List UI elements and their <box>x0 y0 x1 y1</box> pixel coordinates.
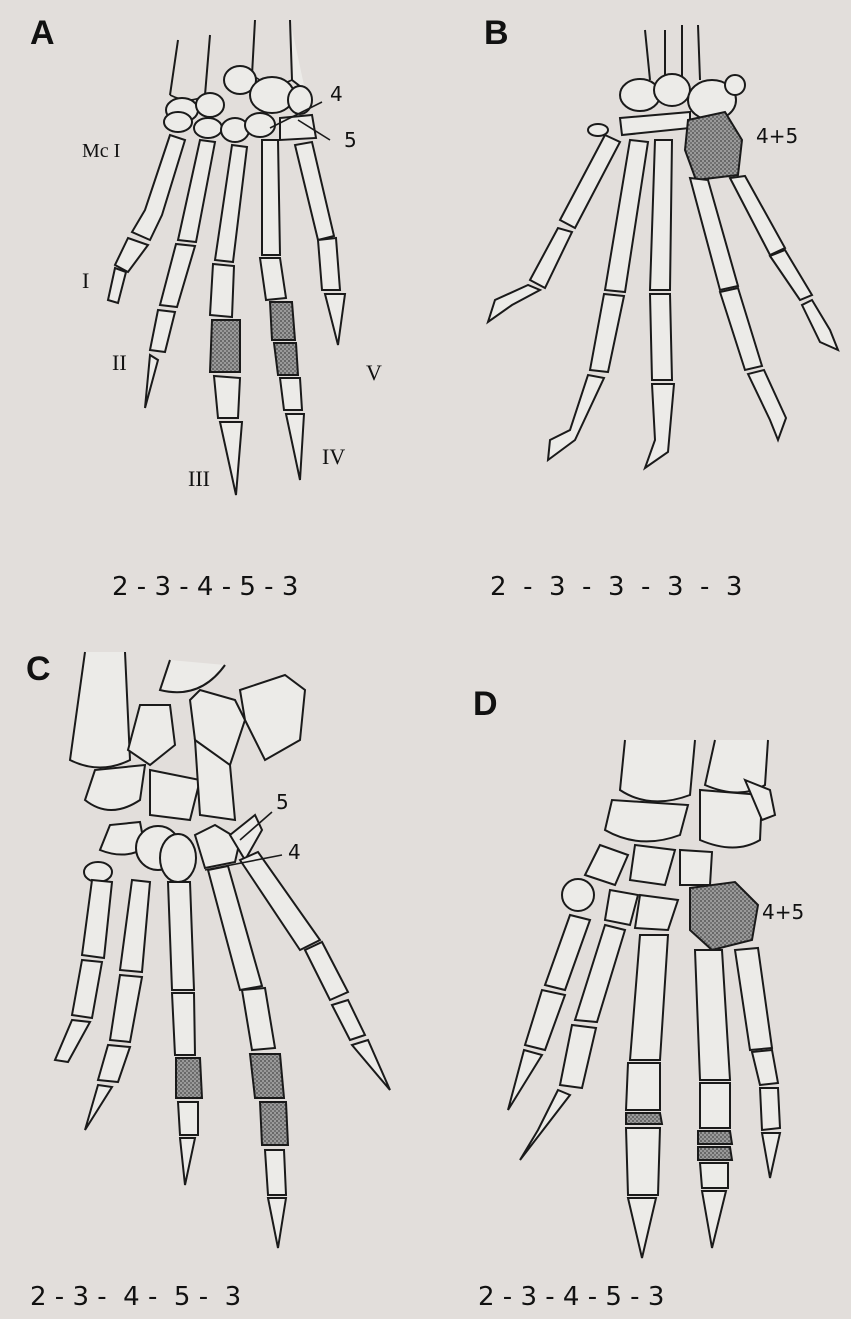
panel-c-letter: C <box>26 650 51 689</box>
panel-d-label-carpal-4-5: 4+5 <box>762 900 804 924</box>
panel-a-phalangeal-formula: 2 - 3 - 4 - 5 - 3 <box>112 572 298 602</box>
panel-a-label-carpal-4: 4 <box>330 82 343 106</box>
panel-a-label-digit-4: IV <box>322 444 345 470</box>
panel-c-label-carpal-5: 5 <box>276 790 289 814</box>
panel-c-label-carpal-4: 4 <box>288 840 301 864</box>
panel-a-label-digit-1: I <box>82 268 89 294</box>
panel-c-skeleton <box>55 652 390 1248</box>
panel-a-label-digit-2: II <box>112 350 127 376</box>
panel-a-label-mc1: Mc I <box>82 140 120 163</box>
panel-b-phalangeal-formula: 2 - 3 - 3 - 3 - 3 <box>490 572 742 602</box>
panel-c-phalangeal-formula: 2 - 3 - 4 - 5 - 3 <box>30 1282 241 1312</box>
panel-a-label-digit-5: V <box>366 360 382 386</box>
panel-b-skeleton <box>488 25 838 468</box>
panel-a-label-carpal-5: 5 <box>344 128 357 152</box>
panel-b-label-carpal-4-5: 4+5 <box>756 124 798 148</box>
panel-a-skeleton <box>108 20 345 495</box>
panel-d-letter: D <box>473 685 498 724</box>
panel-d-phalangeal-formula: 2 - 3 - 4 - 5 - 3 <box>478 1282 664 1312</box>
panel-b-letter: B <box>484 14 509 53</box>
panel-d-skeleton <box>508 740 780 1258</box>
panel-a-label-digit-3: III <box>188 466 210 492</box>
panel-a-letter: A <box>30 14 55 53</box>
